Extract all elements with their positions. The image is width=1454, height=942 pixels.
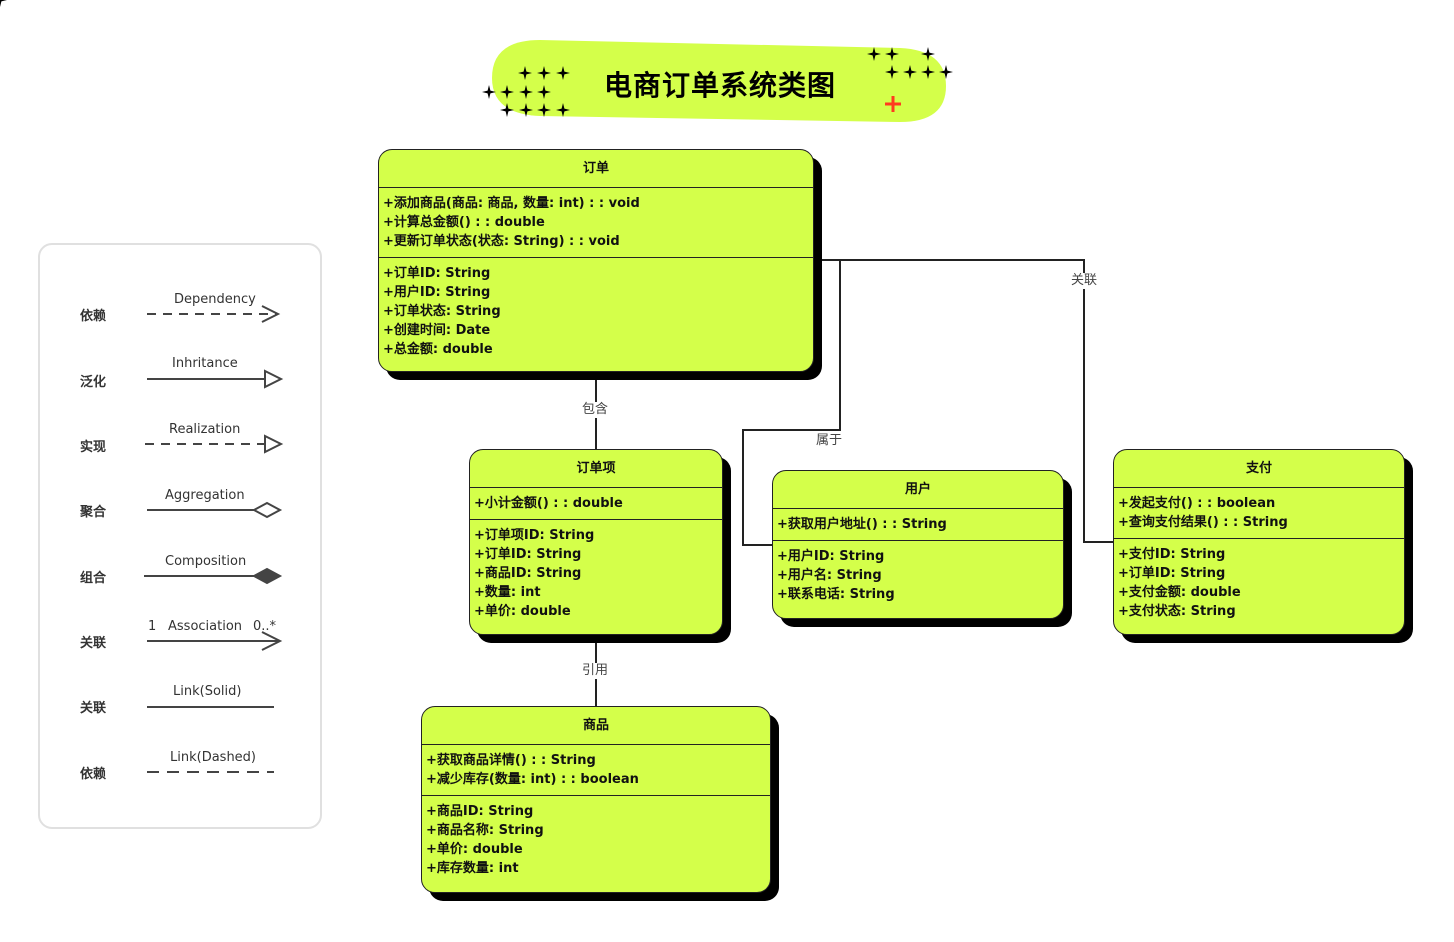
class-order[interactable]: 订单 +添加商品(商品: 商品, 数量: int) : : void +计算总金… [378, 149, 814, 372]
class-order-item[interactable]: 订单项 +小计金额() : : double +订单项ID: String +订… [469, 449, 723, 635]
attribute: +订单ID: String [474, 547, 582, 562]
operations-section: +小计金额() : : double [470, 488, 722, 520]
legend-panel: 依赖 Dependency 泛化 Inhritance 实现 Realizati… [38, 243, 322, 829]
legend-caption-dependency: Dependency [174, 292, 256, 307]
legend-label-realization: 实现 [80, 440, 107, 455]
legend-lines [144, 305, 284, 773]
operation: +计算总金额() : : double [383, 215, 545, 230]
attribute: +订单ID: String [1118, 566, 1226, 581]
class-name: 用户 [773, 471, 1063, 509]
operations-section: +获取用户地址() : : String [773, 509, 1063, 541]
legend-caption-composition: Composition [165, 554, 247, 569]
operation: +发起支付() : : boolean [1118, 496, 1276, 511]
attributes-section: +订单项ID: String +订单ID: String +商品ID: Stri… [470, 520, 722, 627]
legend-label-aggregation: 聚合 [80, 505, 107, 520]
legend-mult-right: 0..* [253, 619, 277, 634]
diagram-title: 电商订单系统类图 [603, 69, 836, 102]
attribute: +用户名: String [777, 568, 882, 583]
operation: +小计金额() : : double [474, 496, 623, 511]
relation-label-contains: 包含 [581, 402, 610, 418]
class-user[interactable]: 用户 +获取用户地址() : : String +用户ID: String +用… [772, 470, 1064, 619]
operation: +获取用户地址() : : String [777, 517, 947, 532]
legend-caption-association: Association [168, 619, 243, 634]
operations-section: +添加商品(商品: 商品, 数量: int) : : void +计算总金额()… [379, 188, 813, 258]
operation: +更新订单状态(状态: String) : : void [383, 234, 620, 249]
legend-caption-aggregation: Aggregation [165, 488, 245, 503]
title-banner [0, 0, 953, 122]
operation: +获取商品详情() : : String [426, 753, 596, 768]
attributes-section: +商品ID: String +商品名称: String +单价: double … [422, 796, 770, 884]
class-name: 订单 [379, 150, 813, 188]
attribute: +支付金额: double [1118, 585, 1241, 600]
attribute: +商品名称: String [426, 823, 544, 838]
attribute: +订单ID: String [383, 266, 491, 281]
legend-label-generalization: 泛化 [80, 375, 107, 390]
attribute: +单价: double [426, 842, 523, 857]
legend-caption-inheritance: Inhritance [172, 356, 238, 371]
banner-shape [492, 40, 946, 122]
class-product[interactable]: 商品 +获取商品详情() : : String +减少库存(数量: int) :… [421, 706, 771, 893]
attributes-section: +订单ID: String +用户ID: String +订单状态: Strin… [379, 258, 813, 365]
class-name: 支付 [1114, 450, 1404, 488]
class-payment[interactable]: 支付 +发起支付() : : boolean +查询支付结果() : : Str… [1113, 449, 1405, 635]
legend-label-dependency: 依赖 [80, 309, 107, 324]
attributes-section: +用户ID: String +用户名: String +联系电话: String [773, 541, 1063, 610]
class-name: 商品 [422, 707, 770, 745]
legend-caption-link-solid: Link(Solid) [173, 684, 242, 699]
operation: +添加商品(商品: 商品, 数量: int) : : void [383, 196, 640, 211]
attribute: +商品ID: String [474, 566, 582, 581]
attribute: +总金额: double [383, 342, 493, 357]
legend-caption-realization: Realization [169, 422, 241, 437]
attribute: +联系电话: String [777, 587, 895, 602]
relation-label-belongs: 属于 [815, 433, 844, 449]
attribute: +用户ID: String [777, 549, 885, 564]
legend-label-composition: 组合 [80, 571, 107, 586]
attribute: +用户ID: String [383, 285, 491, 300]
attribute: +订单状态: String [383, 304, 501, 319]
legend-label-association: 关联 [80, 636, 107, 651]
attribute: +库存数量: int [426, 861, 519, 876]
attribute: +创建时间: Date [383, 323, 491, 338]
attribute: +订单项ID: String [474, 528, 595, 543]
plus-icon [885, 96, 901, 112]
operation: +减少库存(数量: int) : : boolean [426, 772, 639, 787]
sparkle-icons-left [0, 0, 570, 117]
legend-mult-left: 1 [148, 619, 157, 634]
operations-section: +发起支付() : : boolean +查询支付结果() : : String [1114, 488, 1404, 539]
operations-section: +获取商品详情() : : String +减少库存(数量: int) : : … [422, 745, 770, 796]
legend-label-link-solid: 关联 [80, 701, 107, 716]
attribute: +支付ID: String [1118, 547, 1226, 562]
attributes-section: +支付ID: String +订单ID: String +支付金额: doubl… [1114, 539, 1404, 627]
attribute: +数量: int [474, 585, 541, 600]
operation: +查询支付结果() : : String [1118, 515, 1288, 530]
attribute: +商品ID: String [426, 804, 534, 819]
attribute: +支付状态: String [1118, 604, 1236, 619]
relation-label-associates: 关联 [1070, 273, 1099, 289]
relation-label-references: 引用 [581, 663, 610, 679]
class-name: 订单项 [470, 450, 722, 488]
attribute: +单价: double [474, 604, 571, 619]
legend-caption-link-dashed: Link(Dashed) [170, 750, 257, 765]
legend-label-link-dashed: 依赖 [80, 767, 107, 782]
